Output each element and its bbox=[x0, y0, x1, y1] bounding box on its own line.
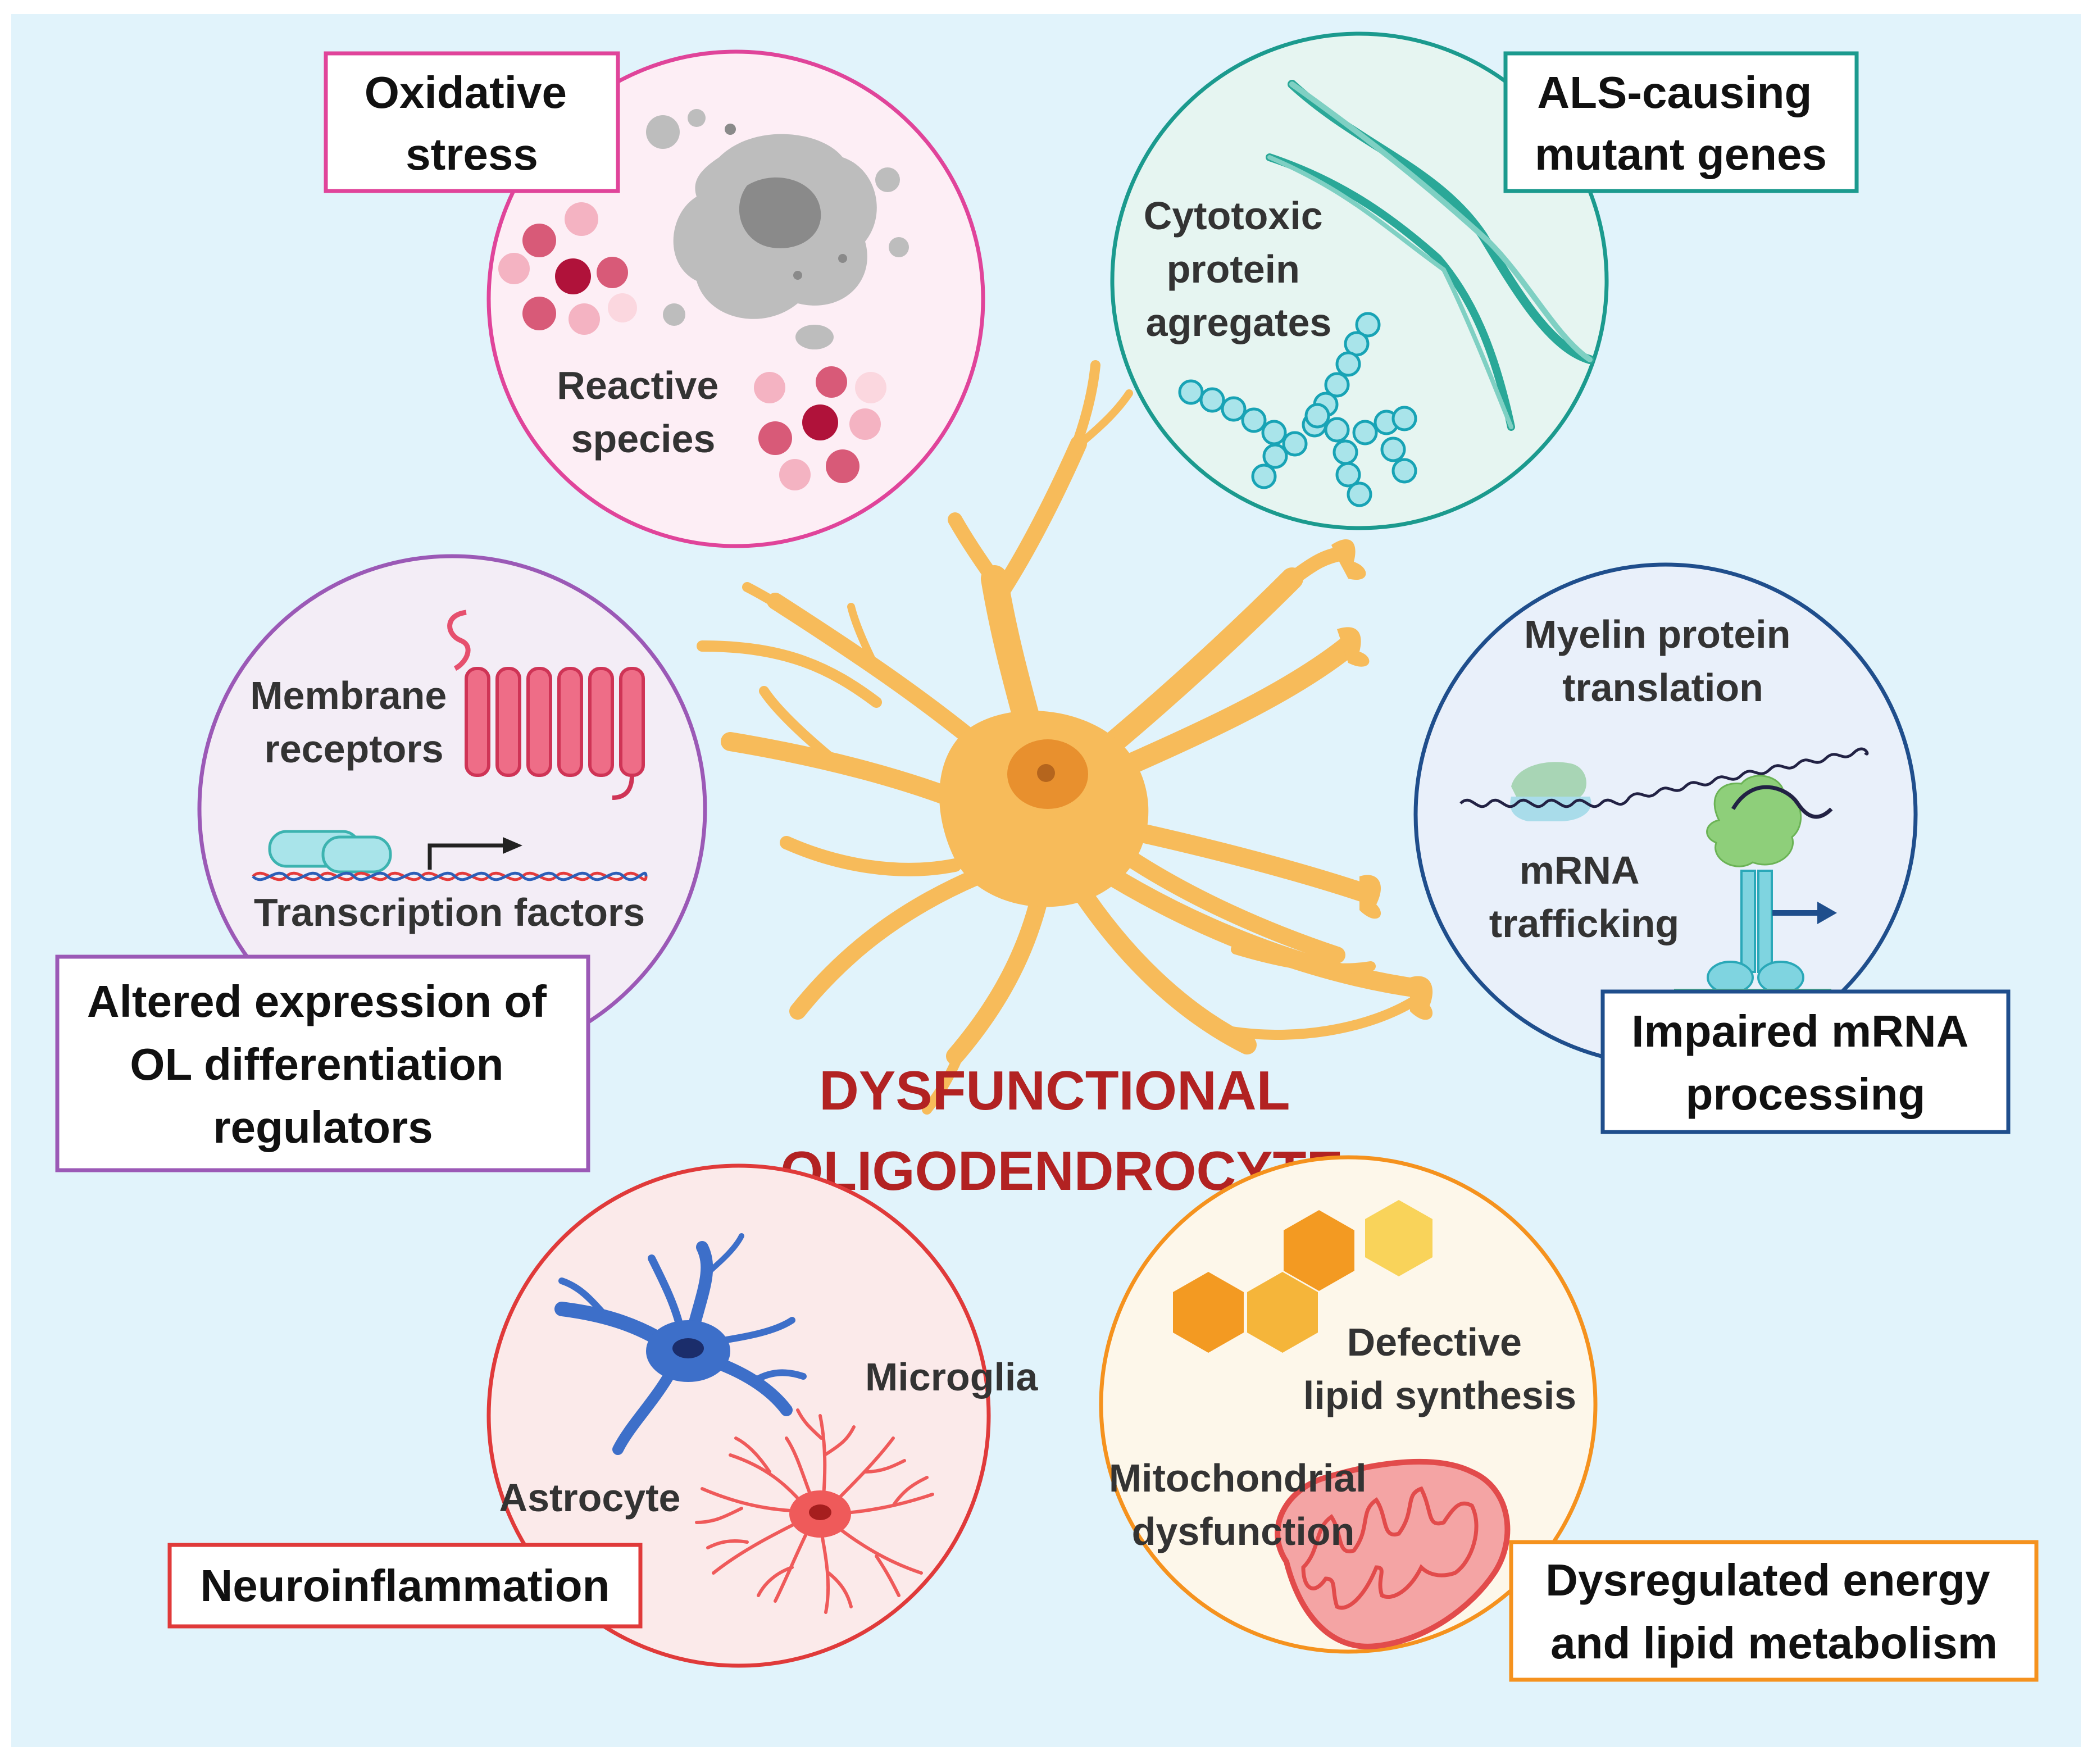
membrane-receptor-icon bbox=[447, 610, 645, 800]
receptors-box-text: Altered expression of OL differentiation… bbox=[87, 976, 559, 1152]
panel-mrna-processing: Myelin protein translation mRNA traffick… bbox=[1413, 562, 2011, 1134]
lipid-synthesis-label: Defective lipid synthesis bbox=[1303, 1320, 1576, 1417]
mrna-strand-icon bbox=[1459, 747, 1869, 808]
protein-fibril-icon bbox=[1266, 80, 1594, 431]
reactive-species-label: Reactive species bbox=[557, 363, 729, 461]
oligodendrocyte-cell bbox=[697, 360, 1431, 1115]
als-box-text: ALS-causing mutant genes bbox=[1535, 67, 1827, 179]
neuroinflammation-circle bbox=[486, 1163, 991, 1668]
mrna-box bbox=[1600, 989, 2011, 1134]
nucleolus bbox=[1037, 764, 1055, 782]
oxidative-box-text: Oxidative stress bbox=[365, 67, 579, 179]
receptors-box bbox=[55, 954, 590, 1172]
diagram-title: DYSFUNCTIONAL OLIGODENDROCYTE bbox=[780, 1060, 1343, 1202]
transcription-factors-label: Transcription factors bbox=[254, 890, 645, 934]
cytotoxic-aggregates-label: Cytotoxic protein agregates bbox=[1144, 194, 1334, 344]
trafficking-arrow-icon bbox=[1772, 902, 1837, 924]
microglia-label: Microglia bbox=[865, 1355, 1038, 1399]
mrna-box-text: Impaired mRNA processing bbox=[1631, 1006, 1979, 1119]
myelin-translation-label: Myelin protein translation bbox=[1524, 612, 1802, 710]
metabolism-box-text: Dysregulated energy and lipid metabolism bbox=[1545, 1555, 2003, 1668]
panel-als-genes: Cytotoxic protein agregates ALS-causing … bbox=[1110, 31, 1859, 530]
transcription-arrow-icon bbox=[428, 837, 522, 870]
astrocyte-label: Astrocyte bbox=[499, 1476, 681, 1520]
neuroinflammation-box bbox=[167, 1543, 643, 1629]
mitochondrial-dysfunction-label: Mitochondrial dysfunction bbox=[1109, 1456, 1377, 1553]
cell-debris-icon bbox=[646, 109, 909, 349]
reactive-species-icon bbox=[498, 202, 637, 335]
mrna-trafficking-label: mRNA trafficking bbox=[1489, 848, 1679, 945]
panel-differentiation-regulators: Membrane receptors Transcription factors… bbox=[55, 554, 707, 1172]
als-box bbox=[1503, 51, 1859, 193]
astrocyte-nucleus bbox=[809, 1504, 831, 1520]
oxidative-box bbox=[324, 51, 620, 193]
protein-aggregate-icon bbox=[1178, 312, 1417, 507]
growth-cones bbox=[1331, 539, 1433, 1020]
transcription-factor-icon bbox=[268, 830, 392, 874]
cell-body bbox=[939, 711, 1149, 907]
mrna-trafficking-icon bbox=[1674, 775, 1833, 1006]
panel-oxidative-stress: Reactive species Oxidative stress bbox=[324, 49, 985, 548]
neuroinflammation-box-text: Neuroinflammation bbox=[201, 1561, 610, 1611]
mitochondrion-icon bbox=[1275, 1458, 1511, 1649]
lipid-hexagon-icon bbox=[1173, 1200, 1432, 1353]
membrane-receptors-label: Membrane receptors bbox=[250, 674, 458, 771]
metabolism-box bbox=[1509, 1540, 2039, 1682]
panel-metabolism: Defective lipid synthesis Mitochondrial … bbox=[1099, 1155, 2039, 1682]
microglia-nucleus bbox=[672, 1338, 704, 1358]
panel-neuroinflammation: Microglia Astrocyte Neuroinflammation bbox=[167, 1163, 1038, 1668]
reactive-species-icon-2 bbox=[754, 366, 886, 490]
dna-icon bbox=[252, 871, 648, 881]
